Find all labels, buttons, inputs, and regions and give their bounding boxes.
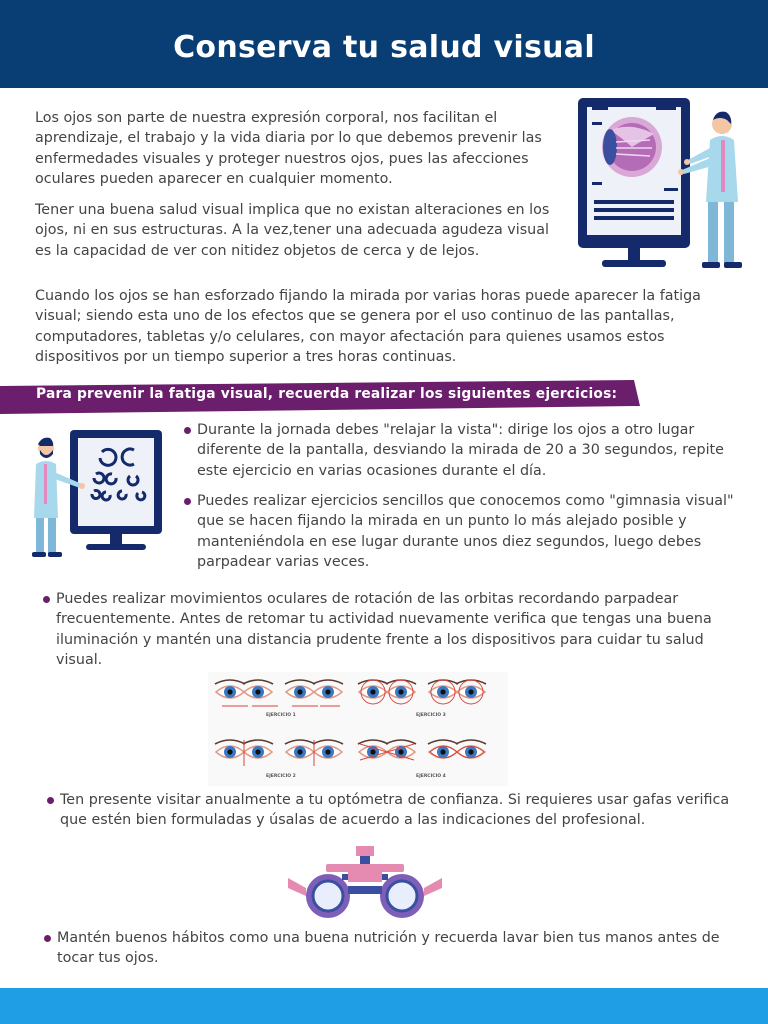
doctor-eye-chart-illustration: [32, 430, 162, 557]
tip-text: Ten presente visitar anualmente a tu opt…: [60, 792, 730, 829]
bullet-dot: [47, 797, 54, 804]
intro-paragraph-2: Tener una buena salud visual implica que…: [35, 202, 550, 259]
tip-text: Durante la jornada debes "relajar la vis…: [197, 422, 724, 479]
trial-frame-glasses-icon: [288, 846, 442, 918]
exercise-4-eyes: [357, 739, 487, 761]
exercise-label: EJERCICIO 2: [266, 773, 296, 779]
tip-text: Puedes realizar ejercicios sencillos que…: [197, 493, 734, 570]
banner-shape: [0, 380, 640, 414]
bullet-dot: [44, 935, 51, 942]
footer-bar: [0, 988, 768, 1024]
page-title: Conserva tu salud visual: [173, 30, 595, 65]
tip-text: Mantén buenos hábitos como una buena nut…: [57, 930, 720, 967]
exercise-3-eyes: [357, 679, 487, 705]
eye-exercises-illustration: EJERCICIO 1 EJERCICIO 3 EJERCICIO 2 EJER…: [208, 672, 508, 786]
exercise-label: EJERCICIO 1: [266, 712, 296, 718]
exercise-1-eyes: [214, 679, 344, 707]
doctor-eye-monitor-illustration: [578, 98, 742, 268]
exercise-banner: Para prevenir la fatiga visual, recuerda…: [0, 380, 640, 414]
tip-item: Ten presente visitar anualmente a tu opt…: [47, 790, 750, 831]
exercise-label: EJERCICIO 3: [416, 712, 446, 718]
intro-paragraph-3: Cuando los ojos se han esforzado fijando…: [35, 288, 701, 365]
tip-item: Durante la jornada debes "relajar la vis…: [184, 420, 737, 481]
tip-item: Mantén buenos hábitos como una buena nut…: [44, 928, 747, 969]
bullet-dot: [43, 596, 50, 603]
intro-paragraph-1: Los ojos son parte de nuestra expresión …: [35, 110, 542, 187]
tip-item: Puedes realizar movimientos oculares de …: [43, 589, 746, 670]
tip-text: Puedes realizar movimientos oculares de …: [56, 591, 712, 668]
bullet-dot: [184, 498, 191, 505]
banner-text: Para prevenir la fatiga visual, recuerda…: [36, 386, 618, 402]
header-bar: Conserva tu salud visual: [0, 0, 768, 88]
exercise-2-eyes: [214, 739, 344, 766]
exercise-label: EJERCICIO 4: [416, 773, 446, 779]
tip-item: Puedes realizar ejercicios sencillos que…: [184, 491, 737, 572]
bullet-dot: [184, 427, 191, 434]
